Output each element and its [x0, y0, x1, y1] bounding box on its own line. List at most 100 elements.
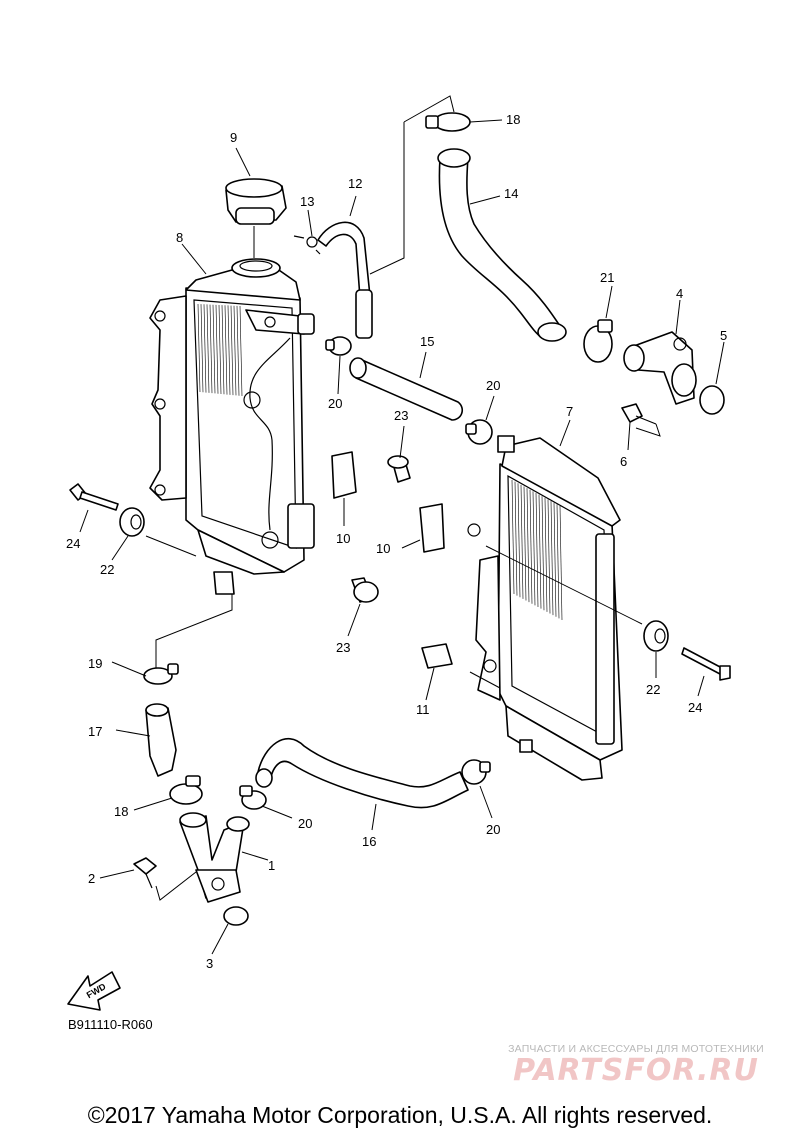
damper-10-right[interactable]: [419, 503, 445, 553]
callout-19: 19: [88, 656, 102, 671]
radiator-fin: [227, 305, 231, 395]
o-ring-5[interactable]: [699, 385, 725, 415]
overflow-hose[interactable]: [317, 221, 373, 339]
callout-14: 14: [504, 186, 518, 201]
callout-24-left: 24: [66, 536, 80, 551]
watermark-caption: ЗАПЧАСТИ И АКСЕССУАРЫ ДЛЯ МОТОТЕХНИКИ: [508, 1043, 764, 1055]
bolt-2[interactable]: [133, 857, 157, 889]
callout-5: 5: [720, 328, 727, 343]
callout-20-d: 20: [486, 822, 500, 837]
callout-1: 1: [268, 858, 275, 873]
radiator-left-fins: [197, 303, 243, 397]
callout-3: 3: [206, 956, 213, 971]
callout-numbers: 1 2 3 4 5 6 7 8 9 10 10 11 12 13 14 15 1…: [66, 112, 727, 971]
bolt-24-right[interactable]: [681, 647, 731, 681]
damper-11[interactable]: [421, 643, 453, 669]
radiator-fin: [559, 505, 563, 621]
damper-22-left[interactable]: [119, 507, 145, 537]
radiator-fin: [236, 305, 240, 396]
radiator-fin: [535, 492, 539, 608]
radiator-fin: [556, 504, 560, 619]
callout-22-left: 22: [100, 562, 114, 577]
radiator-fin: [197, 303, 201, 393]
radiator-left[interactable]: [149, 258, 315, 595]
watermark: ЗАПЧАСТИ И АКСЕССУАРЫ ДЛЯ МОТОТЕХНИКИ PA…: [486, 1043, 786, 1088]
radiator-cap[interactable]: [225, 178, 287, 225]
radiator-fin: [553, 502, 557, 617]
hose-clamp-20-c[interactable]: [239, 785, 267, 810]
callout-16: 16: [362, 834, 376, 849]
callout-20-a: 20: [328, 396, 342, 411]
callout-17: 17: [88, 724, 102, 739]
hose-17[interactable]: [145, 703, 177, 777]
radiator-fin: [221, 305, 225, 395]
radiator-fin: [215, 304, 219, 394]
callout-18-lower: 18: [114, 804, 128, 819]
radiator-fin: [230, 305, 234, 396]
radiator-fin: [514, 481, 518, 596]
watermark-logo: PARTSFOR.RU: [513, 1053, 759, 1088]
radiator-fin: [200, 304, 204, 393]
callout-20-c: 20: [298, 816, 312, 831]
radiator-fin: [203, 304, 207, 393]
radiator-right-fins: [511, 479, 563, 621]
radiator-fin: [538, 494, 542, 609]
radiator-fin: [517, 483, 521, 598]
upper-hose[interactable]: [437, 148, 567, 342]
hose-clamp-19[interactable]: [143, 663, 179, 685]
radiator-fin: [206, 304, 210, 393]
damper-22-right[interactable]: [643, 620, 669, 652]
radiator-fin: [523, 486, 527, 601]
radiator-fin: [526, 488, 530, 603]
callout-7: 7: [566, 404, 573, 419]
radiator-fin: [239, 305, 243, 397]
bolt-6[interactable]: [621, 403, 657, 425]
radiator-fin: [547, 499, 551, 614]
hose-clamp-20-d[interactable]: [461, 759, 491, 785]
radiator-fin: [511, 479, 515, 595]
lower-hose-16[interactable]: [255, 738, 469, 809]
hose-clamp-18-upper[interactable]: [425, 112, 471, 132]
callout-4: 4: [676, 286, 683, 301]
o-ring-3[interactable]: [223, 906, 249, 926]
radiator-fin: [520, 484, 524, 599]
water-joint-4[interactable]: [623, 331, 697, 405]
collar-23-lower[interactable]: [351, 577, 379, 603]
radiator-fin: [550, 501, 554, 616]
callout-23-upper: 23: [394, 408, 408, 423]
radiator-right[interactable]: [467, 435, 623, 781]
water-pipe-1[interactable]: [179, 812, 250, 903]
hose-clamp-20-b[interactable]: [465, 419, 493, 445]
callout-8: 8: [176, 230, 183, 245]
hose-clamp-20-a[interactable]: [325, 336, 352, 356]
hose-15[interactable]: [349, 357, 464, 421]
radiator-fin: [212, 304, 216, 394]
radiator-fin: [544, 497, 548, 612]
collar-23-upper[interactable]: [387, 455, 411, 483]
radiator-fin: [541, 496, 545, 611]
bolt-24-left[interactable]: [69, 483, 119, 511]
radiator-fin: [218, 304, 222, 395]
radiator-fin: [529, 489, 533, 604]
callout-10-left: 10: [336, 531, 350, 546]
callout-24-right: 24: [688, 700, 702, 715]
callout-20-b: 20: [486, 378, 500, 393]
diagram-code: B911110-R060: [68, 1017, 153, 1032]
callout-23-lower: 23: [336, 640, 350, 655]
callout-15: 15: [420, 334, 434, 349]
callout-12: 12: [348, 176, 362, 191]
callout-6: 6: [620, 454, 627, 469]
radiator-fin: [532, 491, 536, 606]
leader-lines: [79, 95, 725, 955]
damper-10-left[interactable]: [331, 451, 357, 499]
hose-clamp-18-lower[interactable]: [169, 775, 203, 805]
clamp-13[interactable]: [293, 235, 321, 255]
callout-18-upper: 18: [506, 112, 520, 127]
callout-21: 21: [600, 270, 614, 285]
hose-clamp-21[interactable]: [583, 319, 613, 363]
callout-9: 9: [230, 130, 237, 145]
forward-arrow-icon: FWD: [67, 971, 121, 1011]
callout-22-right: 22: [646, 682, 660, 697]
radiator-fin: [233, 305, 237, 396]
